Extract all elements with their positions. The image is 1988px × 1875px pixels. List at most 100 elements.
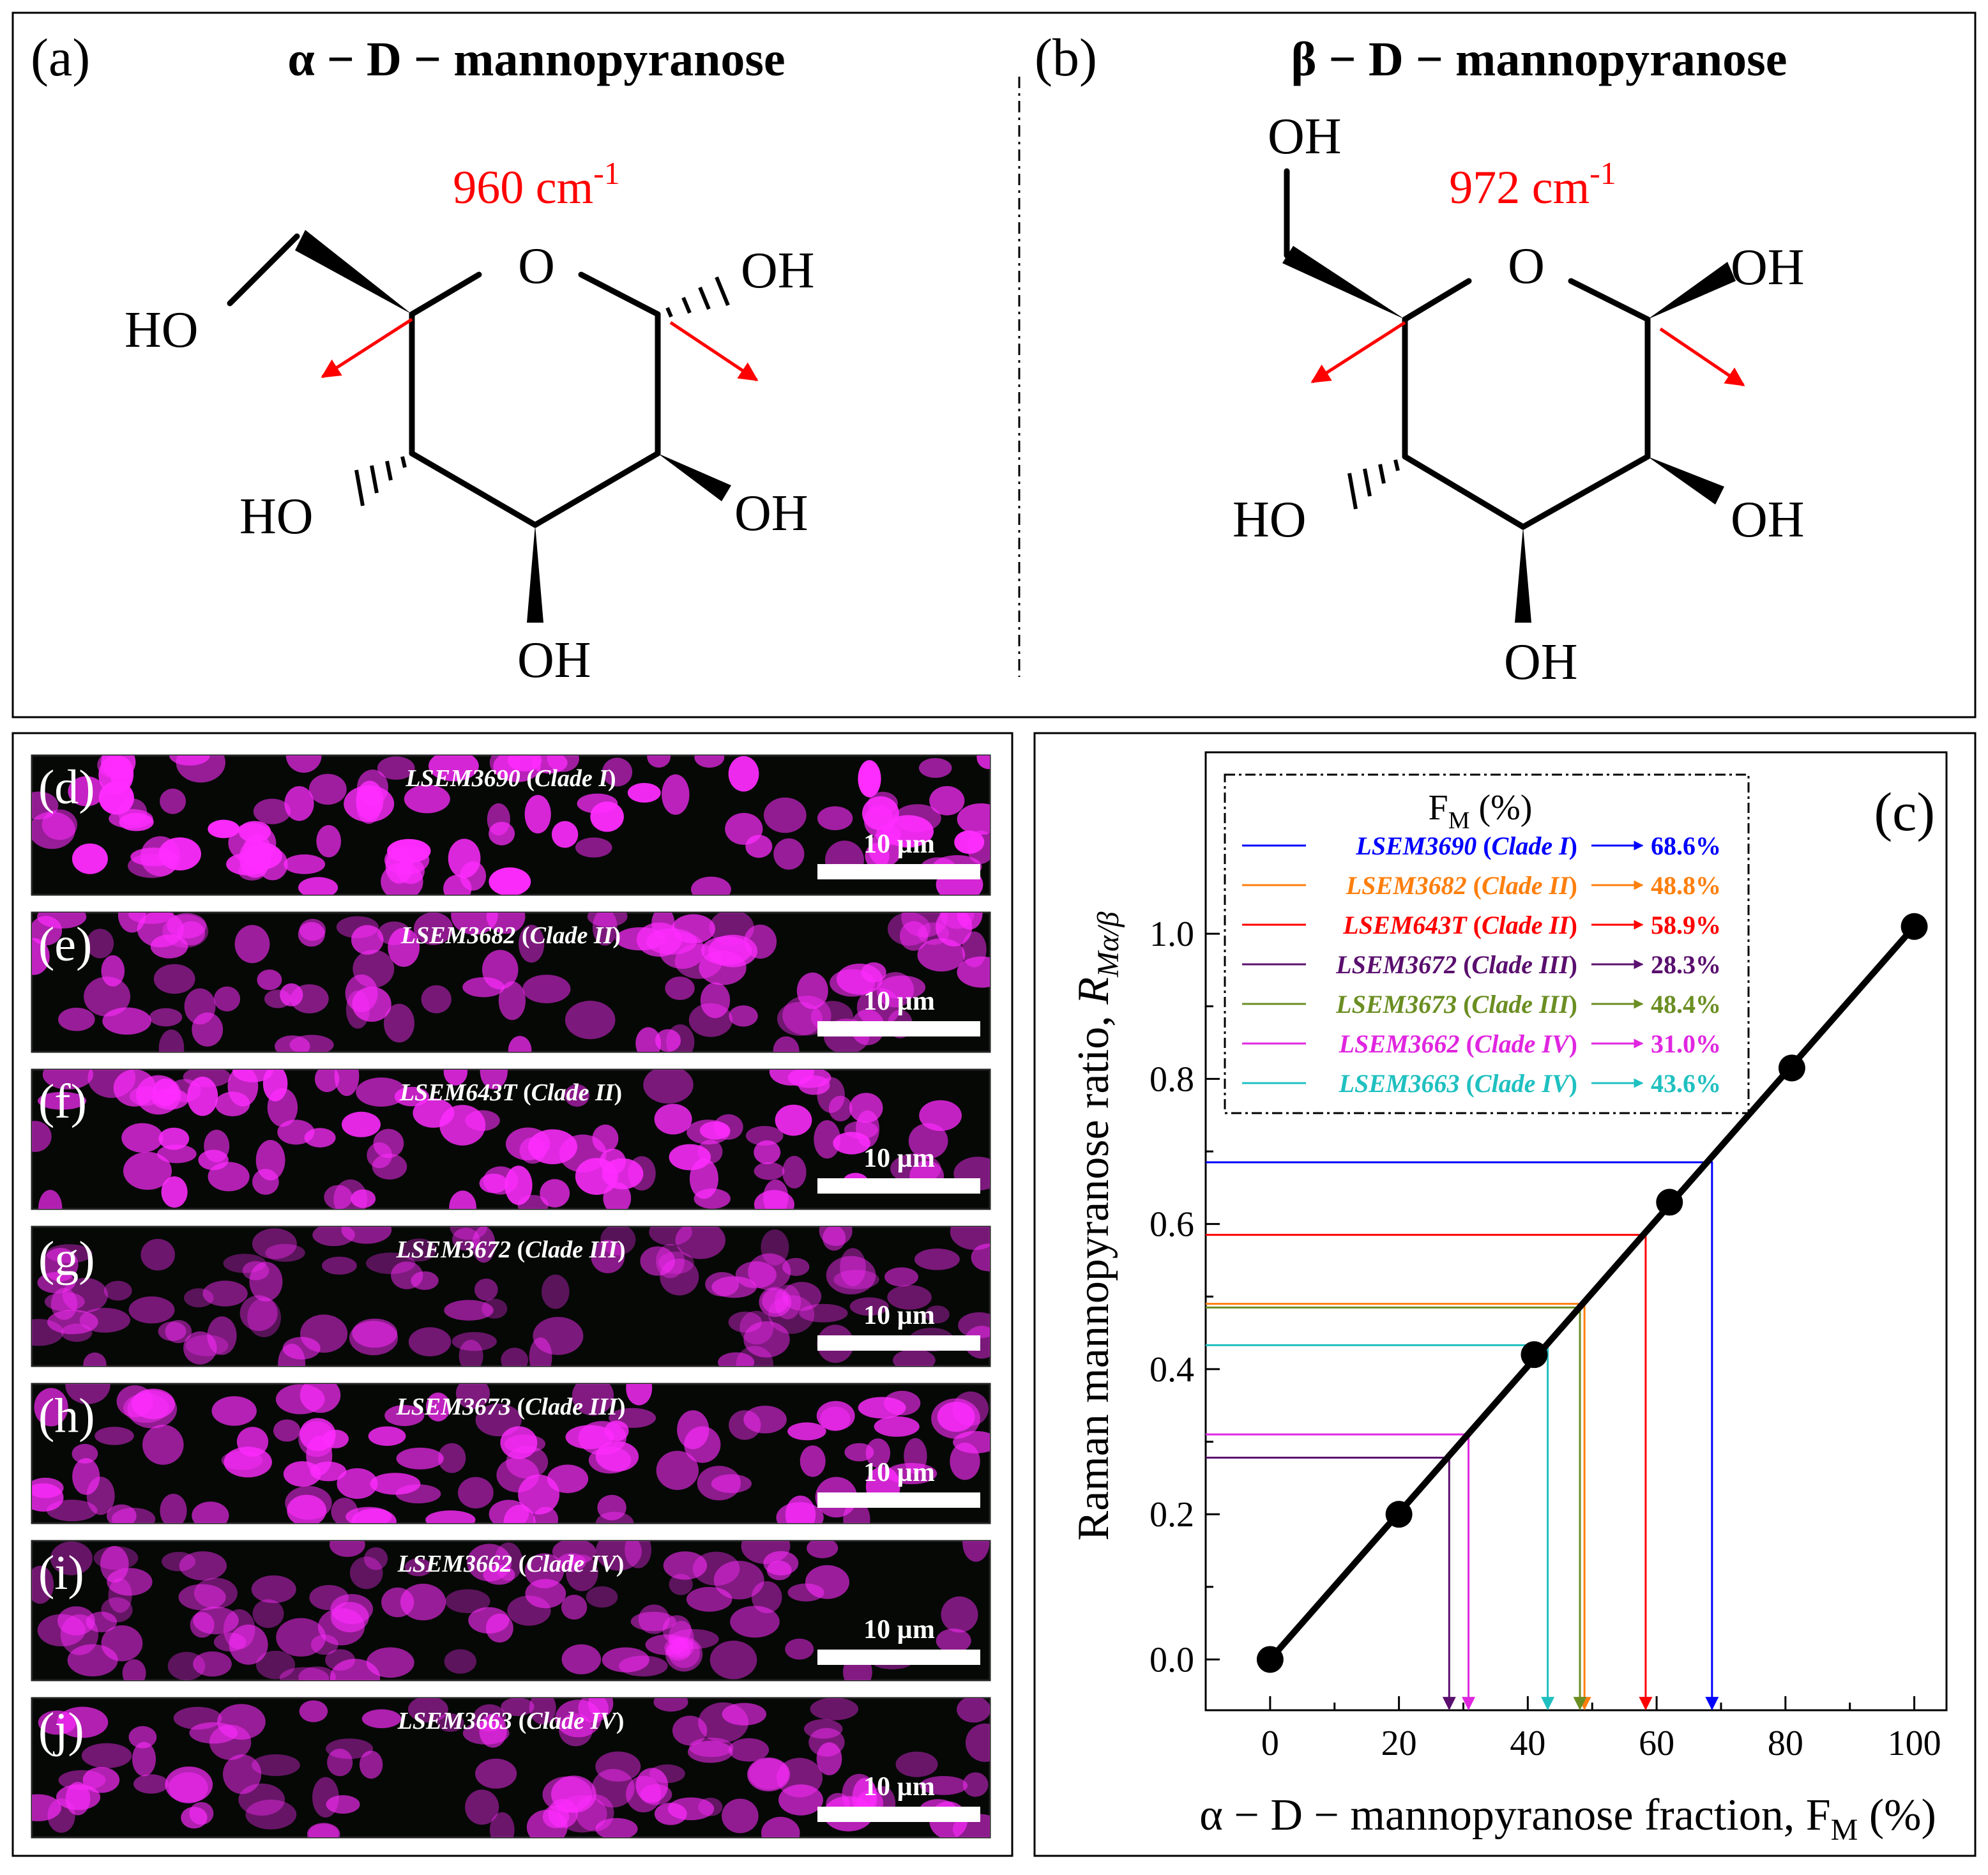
cell — [595, 1541, 642, 1571]
legend-strain: LSEM3672 — [1335, 950, 1457, 979]
image-title: LSEM3690 (Clade I) — [405, 765, 616, 792]
panel-a: (a) α − D − mannopyranose 960 cm-1 O HO — [31, 28, 815, 688]
cell — [401, 1238, 437, 1262]
cell — [619, 1655, 668, 1677]
cell — [279, 1667, 330, 1680]
cell — [595, 1441, 639, 1472]
cell — [239, 1295, 278, 1332]
cell — [158, 1127, 190, 1150]
cell — [264, 989, 292, 1008]
cell — [496, 1457, 540, 1492]
cell — [700, 982, 731, 1019]
cell — [107, 1504, 137, 1523]
cell — [561, 1644, 602, 1674]
cell — [925, 1305, 950, 1324]
cell — [42, 1070, 93, 1089]
cell — [122, 1659, 146, 1680]
legend-clade: Clade I — [1492, 831, 1570, 860]
cell — [917, 938, 966, 972]
legend-strain: LSEM3682 — [1346, 871, 1467, 900]
cell — [489, 1812, 515, 1837]
image-strain: LSEM3682 — [400, 922, 515, 949]
cell — [591, 1240, 625, 1273]
cell — [777, 1001, 823, 1036]
cell — [656, 1243, 685, 1279]
legend-clade: Clade II — [1482, 871, 1570, 900]
scale-label: 10 µm — [863, 830, 935, 859]
wedge-bond — [527, 525, 543, 623]
image-strain: LSEM3662 — [397, 1551, 512, 1577]
cell — [42, 809, 78, 840]
cell — [251, 1575, 296, 1604]
cell — [385, 847, 413, 884]
cell — [165, 1319, 192, 1344]
cell — [773, 1036, 800, 1052]
x-tick-label: 20 — [1381, 1724, 1417, 1763]
cell — [192, 1501, 229, 1523]
bond — [227, 233, 300, 307]
bond — [578, 271, 661, 317]
x-tick-label: 40 — [1510, 1724, 1545, 1763]
scale-label: 10 µm — [863, 1144, 935, 1173]
paren: ( — [1457, 950, 1471, 979]
cell — [213, 986, 241, 1012]
cell — [698, 1702, 749, 1743]
cell — [162, 1552, 196, 1572]
paren: ( — [1460, 1069, 1475, 1098]
cell — [557, 1553, 586, 1572]
cell — [542, 1274, 570, 1309]
cell — [67, 1644, 118, 1676]
x-tick-label: 80 — [1768, 1724, 1803, 1763]
image-clade: Clade III — [525, 1393, 618, 1420]
cell — [640, 1246, 675, 1276]
cell — [299, 1700, 328, 1722]
legend-label: LSEM3673 (Clade III) — [1335, 990, 1577, 1019]
oh-label: OH — [741, 243, 815, 299]
panel-b-title: β − D − mannopyranose — [1291, 33, 1787, 86]
scale-label: 10 µm — [863, 1615, 935, 1644]
wedge-bond — [658, 453, 731, 501]
cell — [314, 1070, 340, 1093]
cell — [572, 1384, 614, 1416]
cell — [525, 1579, 566, 1609]
legend-strain: LSEM3662 — [1339, 1029, 1460, 1058]
raman-image-g: (g)LSEM3672 (Clade III)10 µm — [31, 1226, 991, 1367]
legend-items: LSEM3690 (Clade I)68.6%LSEM3682 (Clade I… — [1242, 831, 1721, 1098]
panel-c-letter: (c) — [1874, 781, 1935, 842]
cell — [101, 955, 125, 987]
cell — [602, 1647, 649, 1673]
paren: ( — [1460, 1029, 1475, 1058]
cell — [962, 1772, 989, 1797]
panel-a-title: α − D − mannopyranose — [287, 33, 785, 86]
scale-bar — [817, 1807, 980, 1822]
cell — [565, 1001, 616, 1040]
cell — [229, 1624, 268, 1665]
cell — [342, 1111, 381, 1137]
cell — [745, 1126, 784, 1146]
cell — [962, 1541, 990, 1562]
cell — [775, 1104, 812, 1136]
cell — [971, 1243, 990, 1272]
cell — [207, 1316, 237, 1355]
cell — [547, 1464, 589, 1493]
cell — [958, 1312, 990, 1339]
cell — [351, 1189, 376, 1208]
y-tick-label: 0.4 — [1150, 1350, 1194, 1390]
cell — [72, 843, 108, 874]
cell — [253, 798, 291, 824]
image-strain: LSEM3672 — [396, 1236, 511, 1263]
cell — [965, 1723, 990, 1762]
cell — [257, 969, 282, 991]
cell — [128, 1726, 157, 1749]
cell — [202, 1280, 248, 1307]
cell — [508, 1036, 532, 1052]
oh-label: OH — [734, 485, 808, 542]
paren: ( — [1457, 990, 1471, 1019]
panel-b-wavenumber: 972 cm-1 — [1449, 155, 1616, 214]
y-tick-label: 0.0 — [1150, 1640, 1194, 1680]
legend-label: LSEM3663 (Clade IV) — [1339, 1069, 1577, 1098]
cell — [957, 803, 990, 835]
cell — [284, 786, 314, 821]
